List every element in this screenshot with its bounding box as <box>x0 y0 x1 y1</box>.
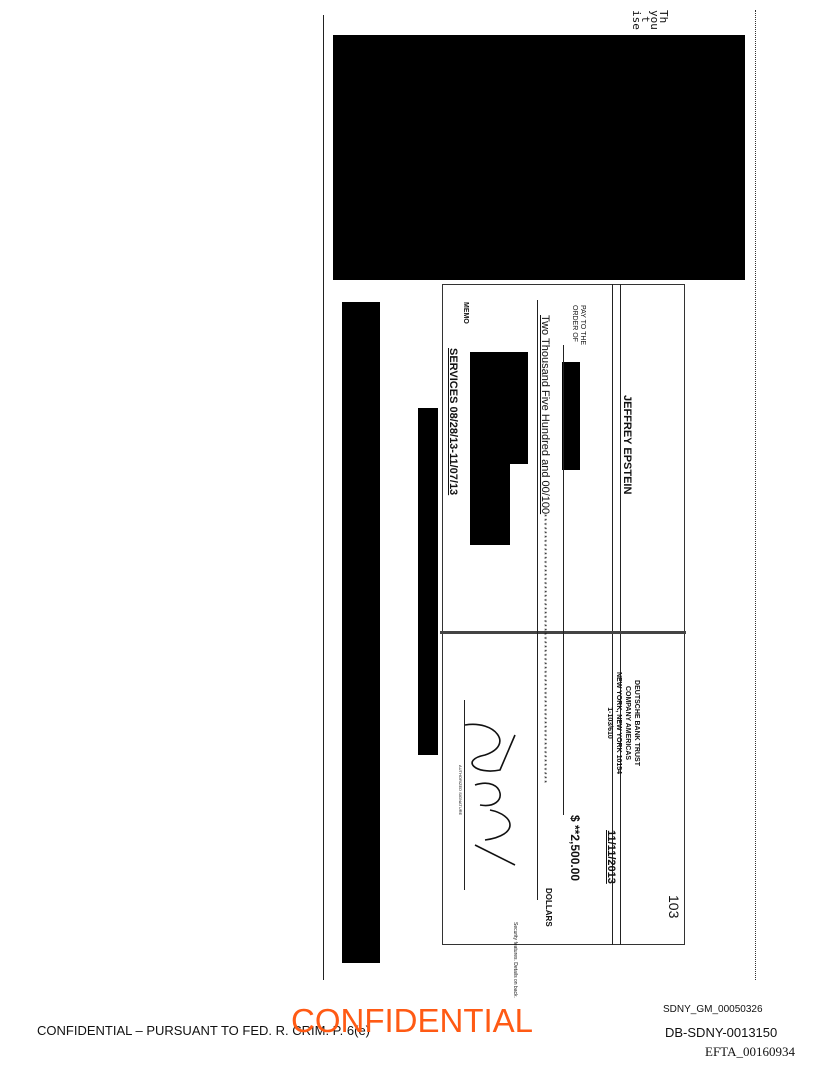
amount-fill: ****************************************… <box>540 514 547 785</box>
fragment-line: ise <box>630 10 643 30</box>
bank-line1: DEUTSCHE BANK TRUST <box>633 680 640 766</box>
amount-words-line <box>537 300 538 900</box>
pay-to-label: PAY TO THE ORDER OF <box>570 305 586 345</box>
memo-label: MEMO <box>462 302 469 324</box>
routing-fraction: 1-103/610 <box>606 707 613 739</box>
bates-number-1: SDNY_GM_00050326 <box>663 1004 763 1015</box>
footer-confidential-notice: CONFIDENTIAL – PURSUANT TO FED. R. CRIM.… <box>37 1023 371 1038</box>
redaction-address-1 <box>470 352 528 464</box>
bates-number-3: EFTA_00160934 <box>705 1044 795 1059</box>
bank-info: DEUTSCHE BANK TRUST COMPANY AMERICAS NEW… <box>605 672 641 774</box>
redaction-address-2 <box>470 464 510 545</box>
check-number: 103 <box>666 895 682 919</box>
account-holder-name: JEFFREY EPSTEIN <box>621 395 633 495</box>
pay-to-label-line1: PAY TO THE <box>579 305 586 346</box>
security-note: Security features. Details on back. <box>512 922 518 998</box>
dollars-label: DOLLARS <box>544 888 553 927</box>
check-name-separator-2 <box>620 284 621 945</box>
pay-to-label-line2: ORDER OF <box>571 305 578 342</box>
signature-mark <box>464 723 516 866</box>
redaction-bar-mid <box>418 408 438 755</box>
redaction-bar-left <box>342 302 380 963</box>
redaction-payee <box>562 362 580 470</box>
amount-words: Two Thousand Five Hundred and 00/100****… <box>539 315 551 785</box>
page-left-border <box>323 15 324 980</box>
check-name-separator <box>612 284 613 945</box>
bank-line3: NEW YORK, NEW YORK 10154 <box>615 672 622 775</box>
redaction-block-top <box>333 35 745 280</box>
page-right-border <box>755 10 756 980</box>
confidential-stamp: CONFIDENTIAL <box>291 1002 534 1039</box>
check-date: 11/11/2013 <box>605 830 617 884</box>
memo-text: SERVICES 08/28/13-11/07/13 <box>447 348 459 496</box>
payee-line <box>563 345 564 815</box>
scan-fragment-text: Th you t ise <box>630 10 670 30</box>
bates-number-2: DB-SDNY-0013150 <box>665 1025 778 1040</box>
signature-line <box>464 700 465 890</box>
bank-line2: COMPANY AMERICAS <box>624 685 631 761</box>
check <box>442 284 685 945</box>
amount-words-text: Two Thousand Five Hundred and 00/100 <box>539 315 551 515</box>
amount-numeric: $ **2,500.00 <box>568 815 582 882</box>
